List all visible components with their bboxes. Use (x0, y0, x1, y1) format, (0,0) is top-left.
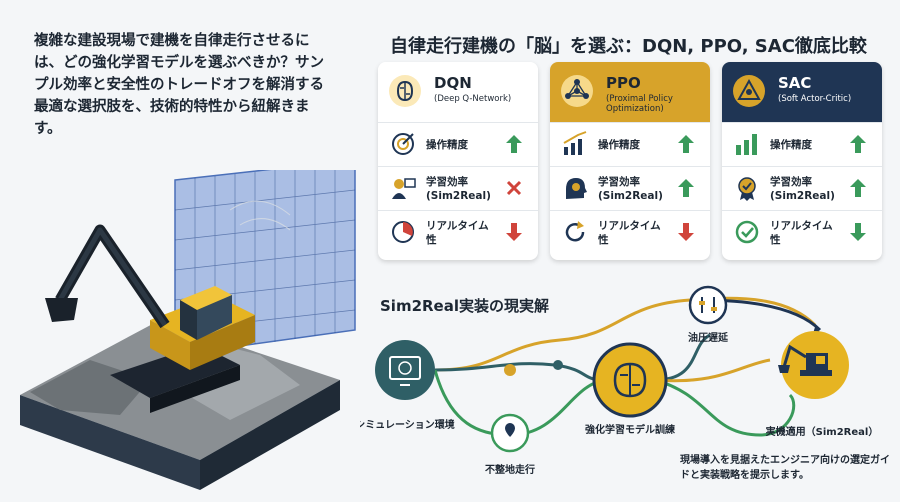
rough-terrain-label: 不整地走行 (485, 463, 535, 476)
card-sac: SAC (Soft Actor-Critic) 操作精度 学習効率 (Sim2R… (722, 62, 882, 260)
metric-label: 学習効率 (Sim2Real) (598, 176, 663, 202)
metric-row-realtime: リアルタイム 性 (722, 210, 882, 255)
card-name: DQN (434, 74, 472, 92)
metric-label: 操作精度 (426, 139, 468, 151)
check-circle-icon (735, 220, 759, 244)
flow-connector-teal (434, 362, 606, 382)
card-ppo-header: PPO (Proximal Policy Optimization) (550, 62, 710, 122)
metric-label: リアルタイム 性 (426, 220, 489, 246)
excavator-illustration (20, 170, 356, 490)
metric-row-realtime: リアルタイム 性 (550, 210, 710, 255)
hydraulic-delay-node (688, 285, 728, 325)
card-ppo: PPO (Proximal Policy Optimization) 操作精度 … (550, 62, 710, 260)
metric-row-accuracy: 操作精度 (378, 122, 538, 167)
arrow-up-icon (850, 135, 866, 153)
card-subtitle: (Deep Q-Network) (434, 94, 512, 104)
metric-label: 操作精度 (770, 139, 812, 151)
metric-label: リアルタイム 性 (598, 220, 661, 246)
excavator-icon (778, 344, 832, 376)
timer-icon (392, 221, 414, 243)
junction-dot (553, 360, 563, 370)
arrow-up-icon (678, 179, 694, 197)
arrow-up-icon (678, 135, 694, 153)
flow-connector-green-2 (654, 378, 796, 437)
card-dqn-header: DQN (Deep Q-Network) (378, 62, 538, 122)
sliders-icon (699, 297, 717, 313)
growth-chart-icon (563, 131, 587, 155)
rl-training-label: 強化学習モデル訓練 (585, 423, 675, 436)
network-icon (561, 75, 593, 107)
card-dqn: DQN (Deep Q-Network) 操作精度 学習効率 (Sim2Real… (378, 62, 538, 260)
comparison-title: 自律走行建機の「脳」を選ぶ：DQN, PPO, SAC徹底比較 (390, 36, 867, 57)
metric-row-efficiency: 学習効率 (Sim2Real) (550, 166, 710, 211)
metric-label: リアルタイム 性 (770, 220, 833, 246)
simulation-node (375, 340, 435, 400)
metric-row-realtime: リアルタイム 性 (378, 210, 538, 255)
target-icon (392, 133, 414, 155)
head-gear-icon (566, 178, 587, 199)
card-name: PPO (606, 74, 641, 92)
arrow-up-icon (850, 179, 866, 197)
simulation-label: シミュレーション環境 (360, 418, 455, 431)
monitor-icon (389, 356, 421, 380)
flow-connector-gold-2 (654, 358, 771, 383)
refresh-icon (565, 221, 585, 242)
footer-text: 現場導入を見据えたエンジニア向けの選定ガイドと実装戦略を提示します。 (680, 455, 890, 481)
arrow-down-icon (506, 223, 522, 241)
metric-row-accuracy: 操作精度 (550, 122, 710, 167)
card-subtitle: (Proximal Policy Optimization) (606, 94, 673, 114)
metric-label: 学習効率 (Sim2Real) (426, 176, 491, 202)
metric-label: 操作精度 (598, 139, 640, 151)
cross-icon (506, 180, 522, 196)
card-name: SAC (778, 74, 812, 92)
hydraulic-delay-label: 油圧遅延 (688, 331, 729, 344)
bar-chart-icon (736, 134, 757, 155)
arrow-up-icon (506, 135, 522, 153)
junction-dot (504, 364, 516, 376)
learner-icon (392, 178, 416, 199)
metric-row-accuracy: 操作精度 (722, 122, 882, 167)
balance-icon (733, 75, 765, 107)
metric-row-efficiency: 学習効率 (Sim2Real) (378, 166, 538, 211)
location-pin-icon (505, 423, 515, 437)
card-subtitle: (Soft Actor-Critic) (778, 94, 852, 104)
arrow-down-icon (850, 223, 866, 241)
brain-circuit-icon (389, 75, 421, 107)
metric-label: 学習効率 (Sim2Real) (770, 176, 835, 202)
card-sac-header: SAC (Soft Actor-Critic) (722, 62, 882, 122)
brain-icon (613, 362, 647, 398)
intro-text: 複雑な建設現場で建機を自律走行させるには、どの強化学習モデルを選ぶべきか？サンプ… (34, 33, 324, 137)
arrow-down-icon (678, 223, 694, 241)
metric-row-efficiency: 学習効率 (Sim2Real) (722, 166, 882, 211)
flow-title: Sim2Real実装の現実解 (380, 297, 549, 315)
flow-connector-gold (434, 296, 817, 372)
flow-diagram: シミュレーション環境 不整地走行 強化学習モデル訓練 油圧遅延 実機適用（Sim… (360, 285, 879, 476)
deployment-label: 実機適用（Sim2Real） (766, 425, 879, 438)
award-badge-icon (738, 177, 756, 201)
